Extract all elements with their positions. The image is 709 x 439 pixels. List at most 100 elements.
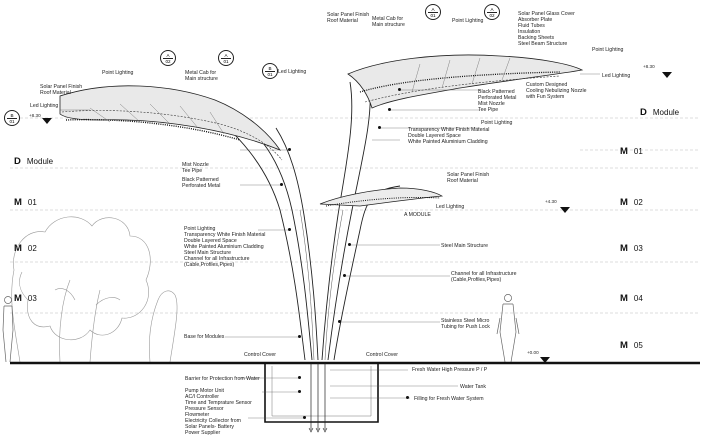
leader-dot [288, 228, 291, 231]
leader-dot [343, 274, 346, 277]
leader-dot [348, 243, 351, 246]
leader-lines [60, 73, 600, 419]
elevation-markers [42, 72, 672, 363]
label-led-lighting-small: Led Lighting [436, 204, 465, 210]
tree-outlines [11, 216, 178, 363]
leader-dot [398, 88, 401, 91]
left-canopy [59, 85, 283, 161]
label-point-lighting-top: Point Lighting [452, 18, 484, 24]
elevation-label: +4.30 [545, 199, 557, 204]
label-stainless-tubing: Stainless Steel Micro Tubing for Push Lo… [441, 318, 490, 330]
elevation-label: +8.30 [29, 113, 41, 118]
level-m02-left: M 02 [14, 243, 37, 254]
label-barrier: Barrier for Protection from Water [185, 376, 260, 382]
label-left-stack: Point Lighting Transparency White Finish… [184, 226, 266, 268]
label-point-lighting-right: Point Lighting [592, 47, 624, 53]
tag-top: B [265, 66, 275, 72]
tag-bottom: 02 [165, 58, 171, 64]
level-letter: M [14, 293, 22, 304]
elevation-label: +0.00 [527, 350, 539, 355]
level-letter: M [620, 243, 628, 254]
label-point-lighting-left: Point Lighting [102, 70, 134, 76]
level-name: 02 [27, 244, 37, 253]
label-solar-finish-top: Solar Panel Finish Roof Material [327, 12, 370, 24]
level-letter: M [620, 340, 628, 351]
tag-bottom: 01 [9, 118, 15, 124]
level-m01-right: M 01 [620, 146, 643, 157]
label-base-modules: Base for Modules [184, 334, 225, 340]
level-name: Module [26, 157, 54, 166]
tag-top: A [163, 53, 173, 59]
label-led-lighting-mid: Led Lighting [278, 69, 307, 75]
level-name: 05 [633, 341, 643, 350]
level-name: 03 [633, 244, 643, 253]
tag-top: A [428, 7, 438, 13]
label-steel-main: Steel Main Structure [441, 243, 488, 249]
leader-dot [298, 335, 301, 338]
level-name: 03 [27, 294, 37, 303]
level-name: 02 [633, 198, 643, 207]
level-letter: M [14, 197, 22, 208]
right-canopy [347, 54, 584, 109]
label-metal-cab-left: Metal Cab for Main structure [185, 70, 218, 82]
label-pump-list: Pump Motor Unit AC/I Controller Time and… [185, 388, 252, 418]
label-black-perforated-right: Black Patterned Perforated Metal Mist No… [478, 89, 517, 113]
label-fresh-water: Fresh Water High Pressure P / P [412, 367, 488, 373]
tag-top: A [221, 53, 231, 59]
label-black-perforated-left: Black Patterned Perforated Metal [182, 177, 221, 189]
small-canopy [319, 187, 444, 207]
leader-dot [406, 396, 409, 399]
human-figures [2, 294, 520, 363]
label-custom-nozzle: Custom Designed Cooling Nebulizing Nozzl… [526, 82, 587, 100]
label-mist-nozzle-left: Mist Nozzle Tee Pipe [182, 162, 209, 174]
label-led-lighting-left: Led Lighting [30, 103, 59, 109]
level-d-module-right: D Module [640, 107, 679, 118]
label-filling: Filling for Fresh Water System [414, 396, 484, 402]
leader-dot [303, 416, 306, 419]
level-letter: M [620, 293, 628, 304]
label-led-lighting-right: Led Lighting [602, 73, 631, 79]
label-a-module: A MODULE [404, 212, 431, 218]
label-electricity: Electricity Collector from Solar Panels-… [185, 418, 241, 436]
label-point-lighting-mid: Point Lighting [481, 120, 513, 126]
tag-bottom: 01 [267, 71, 273, 77]
leader-dot [338, 320, 341, 323]
level-letter: M [14, 243, 22, 254]
label-solar-finish-small: Solar Panel Finish Roof Material [447, 172, 490, 184]
level-m03-right: M 03 [620, 243, 643, 254]
leader-dot [298, 376, 301, 379]
leader-dot [378, 126, 381, 129]
leader-dot [388, 108, 391, 111]
level-name: 01 [633, 147, 643, 156]
label-solar-glass-list: Solar Panel Glass Cover Absorber Plate F… [518, 11, 575, 47]
elevation-label: +8.30 [643, 64, 655, 69]
label-channel-right: Channel for all Infrastructure (Cable,Pr… [451, 271, 517, 283]
level-name: 01 [27, 198, 37, 207]
label-transparency-list-right: Transparency White Finish Material Doubl… [408, 127, 490, 145]
canopy-ribs [89, 57, 511, 135]
ground-and-tank [10, 361, 700, 433]
tag-bottom: 02 [489, 12, 495, 18]
tag-bottom: 01 [223, 58, 229, 64]
level-letter: M [620, 146, 628, 157]
leader-dot [288, 148, 291, 151]
level-letter: D [640, 107, 647, 118]
level-name: Module [652, 108, 680, 117]
tag-bottom: 01 [430, 12, 436, 18]
tag-top: B [7, 113, 17, 119]
level-m05-right: M 05 [620, 340, 643, 351]
label-metal-cab-top: Metal Cab for Main structure [372, 16, 405, 28]
level-m01-left: M 01 [14, 197, 37, 208]
leader-dot [280, 183, 283, 186]
level-m03-left: M 03 [14, 293, 37, 304]
label-control-cover-right: Control Cover [366, 352, 399, 358]
label-water-tank: Water Tank [460, 384, 486, 390]
